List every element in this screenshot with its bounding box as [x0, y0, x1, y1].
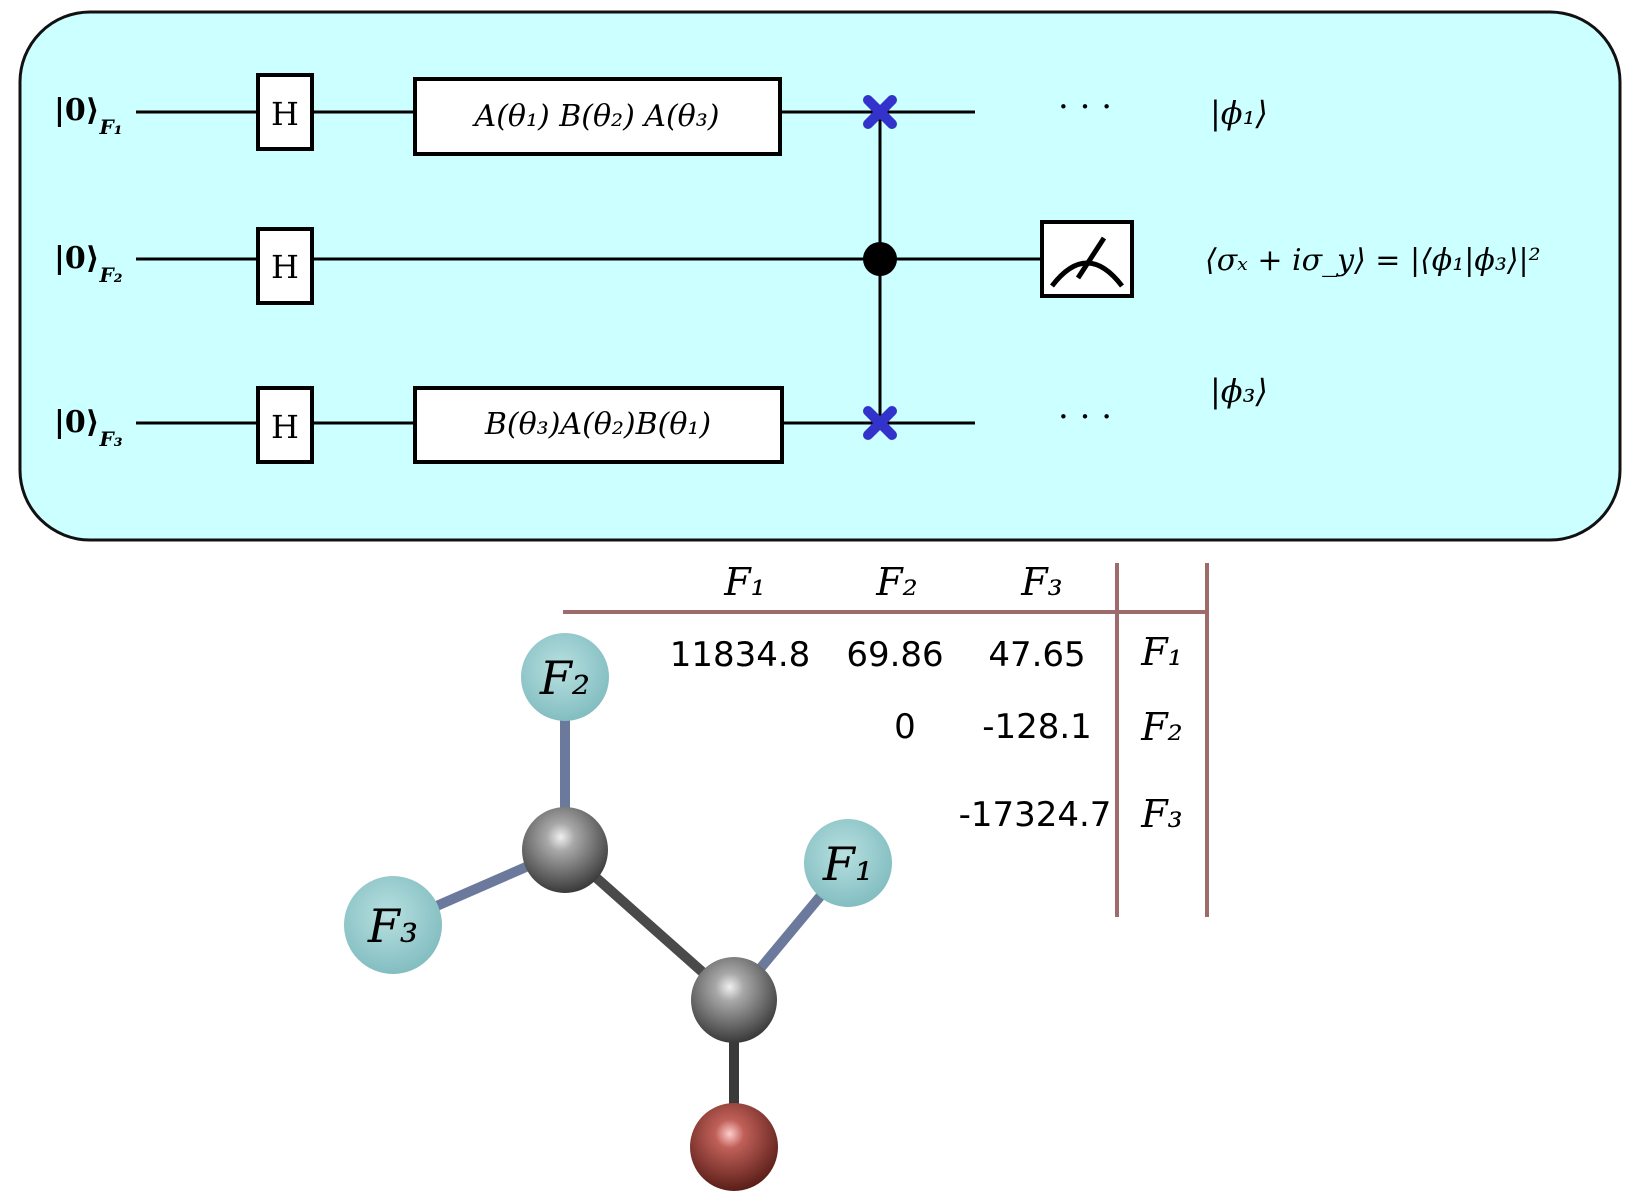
gate-bab: [413, 386, 784, 464]
input-labels: |0⟩F₁ |0⟩F₂ |0⟩F₃: [54, 93, 123, 451]
atom-f1: [804, 819, 892, 907]
hadamard-label: H: [271, 248, 299, 286]
control-dot: [863, 242, 897, 276]
output-phi3: |ϕ₃⟩: [1210, 372, 1268, 410]
hadamard-label: H: [271, 95, 299, 133]
ellipsis-bottom: · · ·: [1058, 397, 1112, 437]
table-cell: 11834.8: [670, 635, 811, 675]
circuit-panel: |0⟩F₁ |0⟩F₂ |0⟩F₃ H H H A(θ₁) B(θ₂) A(θ₃…: [18, 10, 1622, 542]
input-ket-f3: |0⟩F₃: [54, 405, 123, 451]
atom-label: F₂: [539, 651, 590, 705]
molecule: F₂ F₃ F₁: [344, 633, 892, 1191]
gate-bab-label: B(θ₃)A(θ₂)B(θ₁): [484, 407, 711, 442]
atom-label: F₁: [822, 837, 873, 891]
table-cell: 69.86: [846, 635, 943, 675]
atom-f3: [344, 876, 442, 974]
measurement-expression: ⟨σₓ + iσ_y⟩ = |⟨ϕ₁|ϕ₃⟩|²: [1205, 243, 1541, 278]
measurement-gate: [1040, 220, 1134, 298]
gate-abA: [413, 77, 782, 156]
output-phi1: |ϕ₁⟩: [1210, 94, 1268, 132]
table-cell: -17324.7: [959, 795, 1112, 835]
meter-needle-icon: [1075, 236, 1107, 280]
input-ket-f1: |0⟩F₁: [54, 93, 122, 139]
hadamard-gate-f1: [256, 73, 314, 151]
col-header: F₃: [1020, 560, 1063, 604]
col-header: F₂: [875, 560, 918, 604]
table-cell: -128.1: [982, 707, 1092, 747]
hadamard-gate-f2: [256, 227, 314, 305]
gate-abA-label: A(θ₁) B(θ₂) A(θ₃): [472, 99, 720, 134]
col-header: F₁: [723, 560, 766, 604]
atom-carbon-1: [522, 807, 608, 893]
input-ket-f2: |0⟩F₂: [54, 241, 123, 287]
rotation-gates: A(θ₁) B(θ₂) A(θ₃) B(θ₃)A(θ₂)B(θ₁): [413, 77, 784, 464]
row-header: F₁: [1140, 630, 1183, 674]
hadamard-gates: H H H: [256, 73, 314, 464]
atom-carbon-2: [691, 957, 777, 1043]
ellipsis-top: · · ·: [1058, 87, 1112, 127]
swap-cross-bottom: [863, 406, 897, 440]
swap-cross-top: [863, 95, 897, 129]
atom-f2: [521, 633, 609, 721]
row-header: F₂: [1140, 705, 1183, 749]
table-cell: 47.65: [988, 635, 1085, 675]
row-header: F₃: [1140, 792, 1183, 836]
hadamard-label: H: [271, 408, 299, 446]
table-cell: 0: [894, 707, 916, 747]
atom-label: F₃: [367, 899, 418, 953]
hadamard-gate-f3: [256, 386, 314, 464]
atom-bromine: [690, 1103, 778, 1191]
coupling-table: F₁ F₂ F₃ F₁ F₂ F₃ 11834.8 69.86 47.65 0 …: [563, 560, 1209, 917]
controlled-swap: [863, 95, 897, 440]
